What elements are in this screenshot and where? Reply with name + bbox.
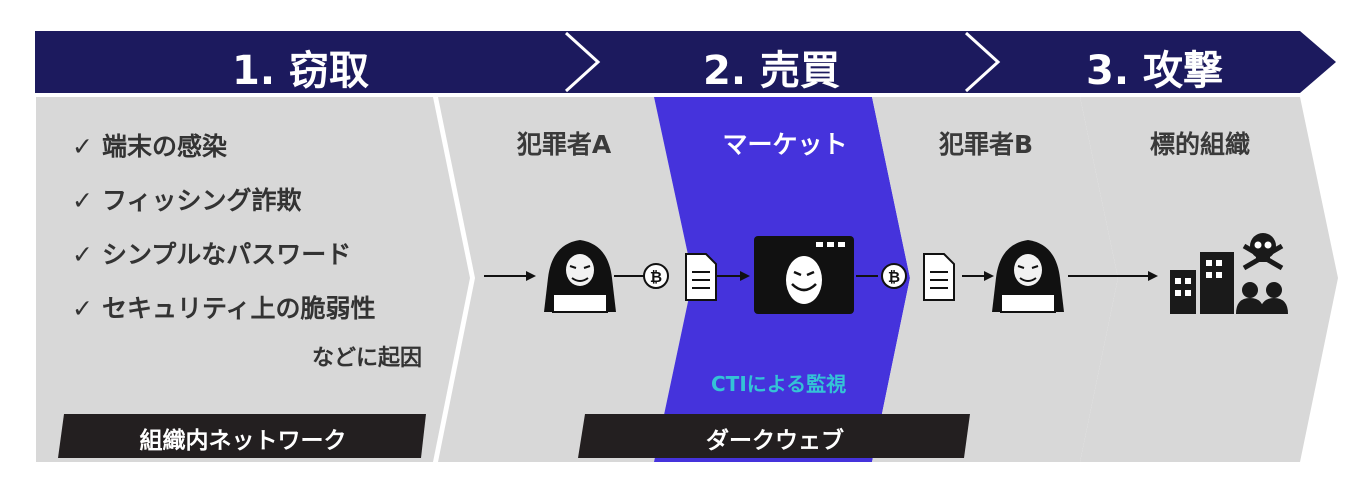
column-criminal-a: 犯罪者A [516,130,612,159]
column-market: マーケット [722,130,848,159]
panel-causes [36,97,470,462]
svg-text:₿: ₿ [888,268,900,286]
bar-internal-network [58,414,426,458]
check-icon: ✓ [72,132,93,161]
cti-monitor-label: CTIによる監視 [711,372,847,396]
stage-divider-2 [964,31,1001,93]
people-icon [1236,282,1288,314]
internal-network-label: 組織内ネットワーク [139,428,347,454]
panel-criminal-b [872,97,1118,462]
svg-text:₿: ₿ [650,268,662,286]
bitcoin-icon: ₿ [643,263,669,289]
marketplace-icon [754,236,854,314]
arrow-head-icon [1148,271,1158,281]
check-icon: ✓ [72,186,93,215]
stage-divider-1 [564,31,601,93]
cause-item: ✓端末の感染 [72,132,228,161]
check-icon: ✓ [72,294,93,323]
hacker-icon [544,240,616,313]
column-target: 標的組織 [1149,130,1250,159]
cause-item: ✓シンプルなパスワード [72,240,352,269]
arrow-head-icon [740,271,750,281]
bitcoin-icon: ₿ [881,263,907,289]
document-icon [923,253,955,301]
stage-banner [35,31,1336,93]
cause-item: ✓セキュリティ上の脆弱性 [72,294,376,323]
skull-icon [1242,233,1284,271]
cause-footer: などに起因 [312,346,423,371]
check-icon: ✓ [72,240,93,269]
arrow-head-icon [526,271,536,281]
document-icon [685,253,717,301]
column-criminal-b: 犯罪者B [938,130,1034,159]
cause-item: ✓フィッシング詐欺 [72,186,302,215]
darkweb-label: ダークウェブ [706,428,844,454]
hacker-icon [992,240,1064,313]
stage-title-attack: 3. 攻撃 [1086,48,1223,94]
building-icon [1170,252,1234,314]
stage-title-steal: 1. 窃取 [232,48,369,94]
bar-darkweb [578,414,970,458]
arrow-head-icon [984,271,994,281]
stage-title-trade: 2. 売買 [703,48,840,94]
